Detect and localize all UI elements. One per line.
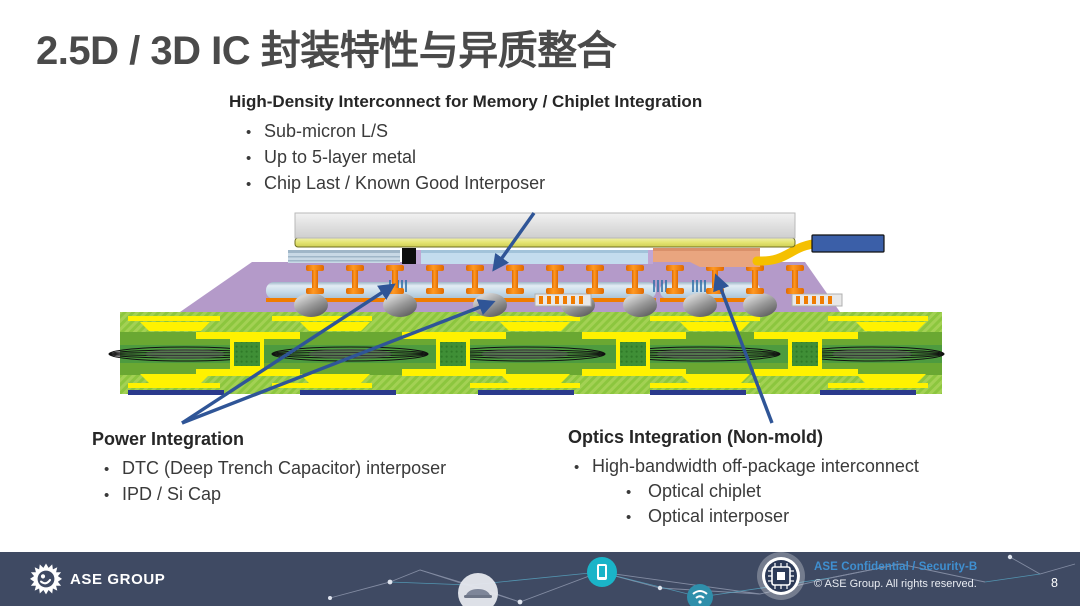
optical-chiplet (653, 248, 760, 267)
sub-bullet-text: Optical interposer (648, 506, 790, 526)
bullet-glyph: • (574, 459, 580, 476)
top-die (294, 237, 796, 248)
car-node-icon (458, 573, 498, 606)
bullet-text: IPD / Si Cap (122, 484, 222, 504)
bullet-text: Chip Last / Known Good Interposer (264, 173, 546, 193)
high-density-interconnect-section: High-Density Interconnect for Memory / C… (229, 92, 849, 199)
phone-node-icon (587, 557, 617, 587)
bullet-glyph: • (104, 487, 110, 504)
logic-die-stack (288, 248, 653, 264)
copyright-label: © ASE Group. All rights reserved. (814, 578, 977, 590)
bullet-text: Sub-micron L/S (264, 121, 389, 141)
confidentiality-label: ASE Confidential / Security-B (814, 561, 978, 573)
cross-section-svg (108, 212, 945, 395)
optics-integration-heading: Optics Integration (Non-mold) (568, 427, 823, 447)
bullet-glyph: • (626, 484, 632, 501)
bullet-item: • Up to 5-layer metal (229, 147, 849, 168)
wifi-node-icon (687, 584, 713, 606)
page-title: 2.5D / 3D IC 封装特性与异质整合 (36, 29, 617, 73)
high-density-heading: High-Density Interconnect for Memory / C… (229, 92, 703, 111)
power-integration-section: Power Integration • DTC (Deep Trench Cap… (92, 429, 532, 510)
ase-group-label: ASE GROUP (70, 570, 166, 588)
page-number: 8 (1051, 576, 1058, 590)
bullet-glyph: • (104, 461, 110, 478)
bullet-item: • Sub-micron L/S (229, 121, 849, 142)
build-up-substrate (108, 312, 945, 395)
package-cross-section-diagram (0, 210, 1080, 420)
bullet-glyph: • (246, 124, 252, 141)
network-graphic (328, 552, 1076, 606)
bullet-glyph: • (626, 509, 632, 526)
bullet-text: Up to 5-layer metal (264, 147, 417, 167)
ase-sunburst-icon (30, 563, 62, 595)
sub-bullet-text: Optical chiplet (648, 481, 762, 501)
bullet-item: • DTC (Deep Trench Capacitor) interposer (92, 458, 532, 479)
optics-integration-section: Optics Integration (Non-mold) • High-ban… (568, 427, 1038, 531)
sub-bullet-item: • Optical interposer (568, 506, 1038, 527)
heat-spreader-lid (294, 212, 796, 239)
power-integration-heading: Power Integration (92, 429, 245, 449)
bullet-text: DTC (Deep Trench Capacitor) interposer (122, 458, 447, 478)
deep-trench-capacitor (389, 280, 843, 307)
bullet-glyph: • (246, 176, 252, 193)
optical-fiber (752, 238, 825, 266)
bullet-glyph: • (246, 150, 252, 167)
ase-group-logo: ASE GROUP (30, 562, 165, 596)
bullet-item: • Chip Last / Known Good Interposer (229, 173, 849, 194)
bullet-item: • IPD / Si Cap (92, 484, 532, 505)
slide-footer: ASE GROUP ASE Confidential / Security-B … (0, 552, 1080, 606)
bullet-item: • High-bandwidth off-package interconnec… (568, 456, 1038, 477)
fiber-connector (811, 234, 885, 253)
bullet-text: High-bandwidth off-package interconnect (592, 456, 919, 476)
chip-node-icon (757, 552, 805, 600)
footer-right-block: ASE Confidential / Security-B © ASE Grou… (814, 561, 1066, 590)
sub-bullet-item: • Optical chiplet (568, 481, 1038, 502)
